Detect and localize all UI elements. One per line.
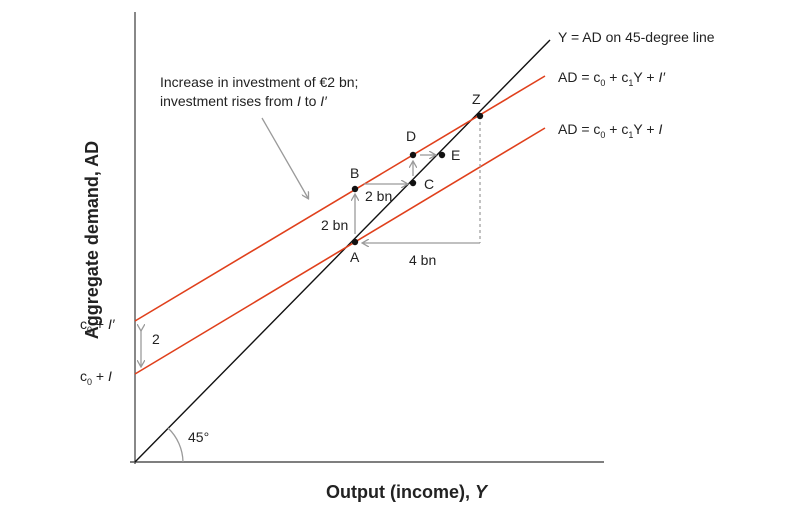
annotation-line-1: Increase in investment of €2 bn; (160, 74, 358, 90)
point-d-dot (409, 151, 417, 159)
annotation-pointer-arrow (261, 117, 308, 198)
point-c-dot (409, 179, 417, 187)
y-axis-title: Aggregate demand, AD (82, 141, 102, 339)
intercept-lower-label: c0 + I (80, 368, 112, 387)
intercept-gap-label: 2 (152, 331, 160, 347)
point-z-label: Z (472, 91, 481, 107)
point-z-dot (476, 112, 484, 120)
annotation-line-2: investment rises from I to I′ (160, 93, 328, 109)
forty-five-line-label: Y = AD on 45-degree line (558, 29, 715, 45)
point-a-label: A (350, 249, 360, 265)
point-c-label: C (424, 176, 434, 192)
point-b-dot (351, 185, 359, 193)
point-d-label: D (406, 128, 416, 144)
vertical-change-label: 2 bn (321, 217, 348, 233)
point-b-label: B (350, 165, 359, 181)
x-axis-title: Output (income), Y (326, 482, 489, 502)
span-change-label: 4 bn (409, 252, 436, 268)
forty-five-degree-line (134, 39, 551, 463)
ad-new-line-label: AD = c0 + c1Y + I′ (558, 69, 666, 88)
point-a-dot (351, 238, 359, 246)
ad-line-old (134, 127, 546, 375)
point-e-dot (438, 151, 446, 159)
angle-label: 45° (188, 429, 209, 445)
horizontal-change-label: 2 bn (365, 188, 392, 204)
intercept-upper-label: c0 + I′ (80, 316, 116, 335)
ad-line-new (134, 75, 546, 322)
angle-arc (167, 427, 184, 463)
point-e-label: E (451, 147, 460, 163)
ad-old-line-label: AD = c0 + c1Y + I (558, 121, 662, 140)
